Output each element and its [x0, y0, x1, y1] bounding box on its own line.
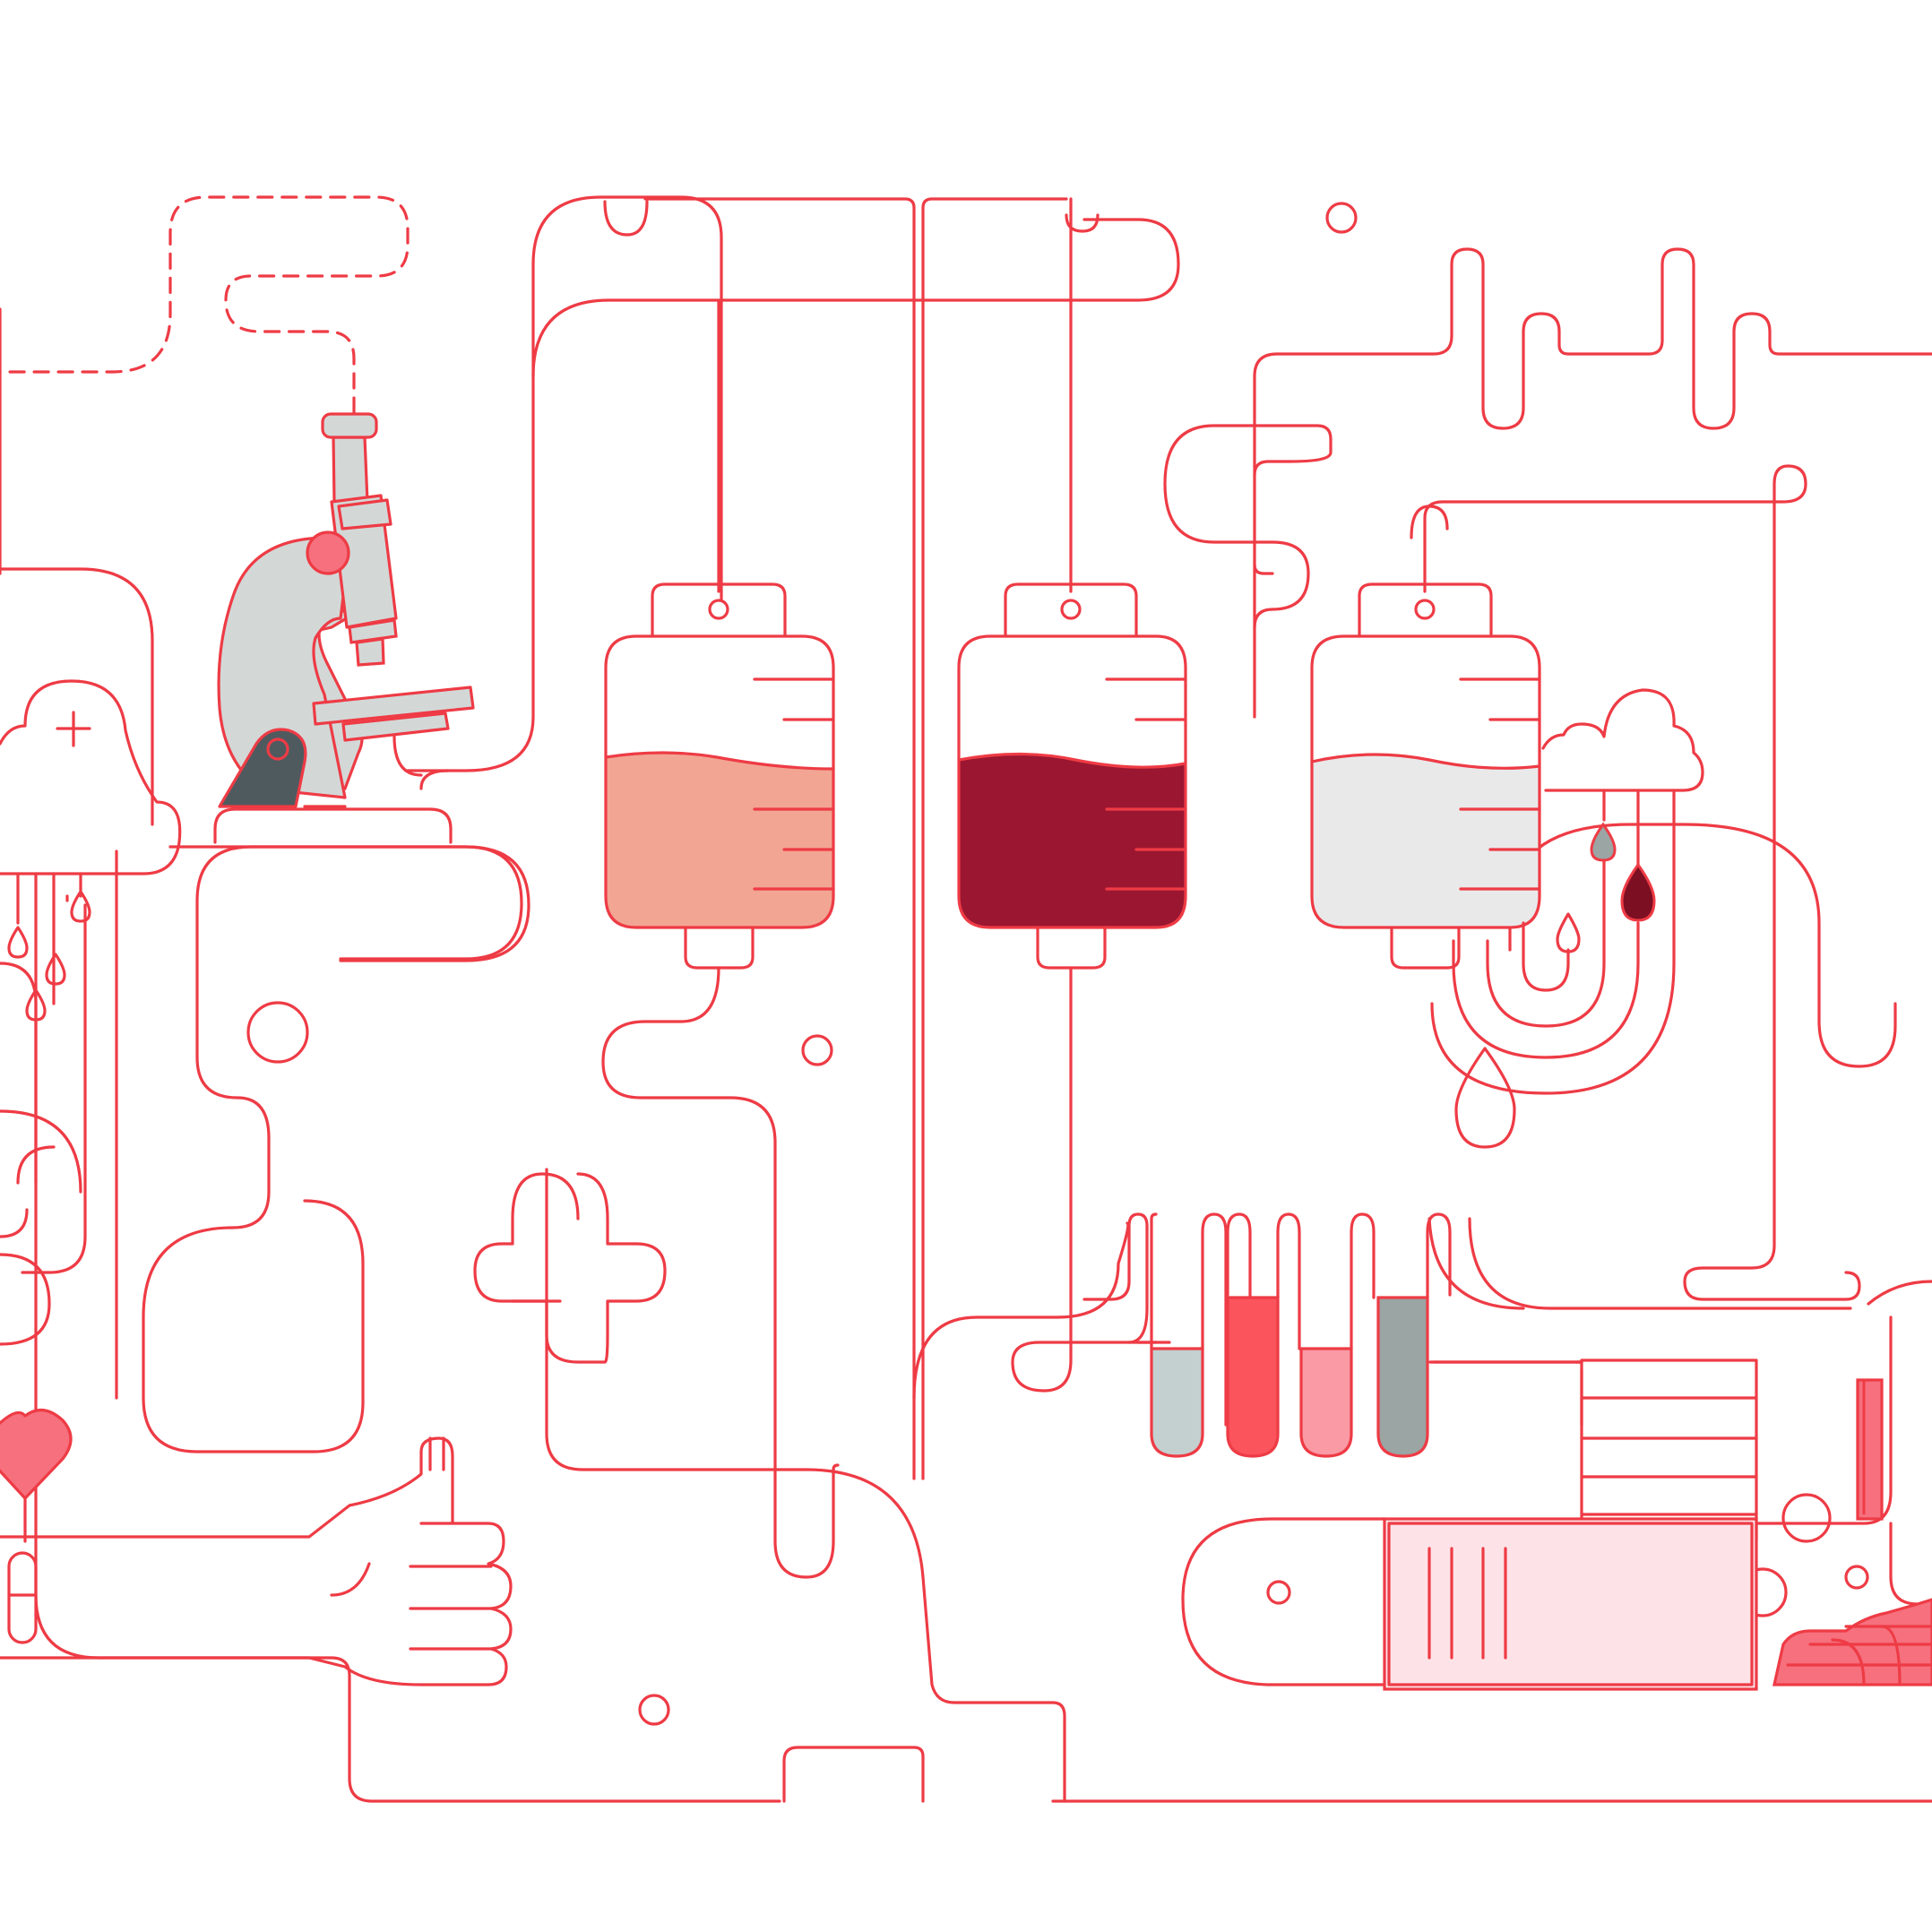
blood-bags	[604, 298, 1541, 970]
bottom-capsule	[1181, 1517, 1386, 1686]
medical-cross-icon	[473, 1172, 667, 1364]
drop-icon	[1454, 822, 1656, 1149]
test-tube-icon	[1150, 1212, 1228, 1458]
microscope-icon	[168, 412, 530, 962]
test-tube-icon	[1376, 1212, 1452, 1458]
test-tube-icon	[1226, 1212, 1301, 1458]
blood-bag-icon	[1310, 536, 1541, 970]
test-tube-icon	[1299, 1212, 1376, 1458]
pulse-line	[1253, 247, 1932, 719]
pipe-network	[0, 195, 1932, 1803]
heart-icon	[0, 1409, 73, 1543]
test-tubes	[1082, 1212, 1583, 1458]
thumbs-up-icon	[0, 1436, 513, 1686]
blood-bag-icon	[957, 582, 1187, 970]
dashed-cable	[0, 195, 410, 414]
small-circle	[246, 1001, 309, 1064]
drop-icon	[7, 890, 91, 1022]
cloud-icon	[1430, 688, 1704, 1149]
blood-bag-icon	[604, 298, 835, 970]
machine	[1383, 1358, 1932, 1691]
cloud-icon	[0, 679, 182, 1185]
